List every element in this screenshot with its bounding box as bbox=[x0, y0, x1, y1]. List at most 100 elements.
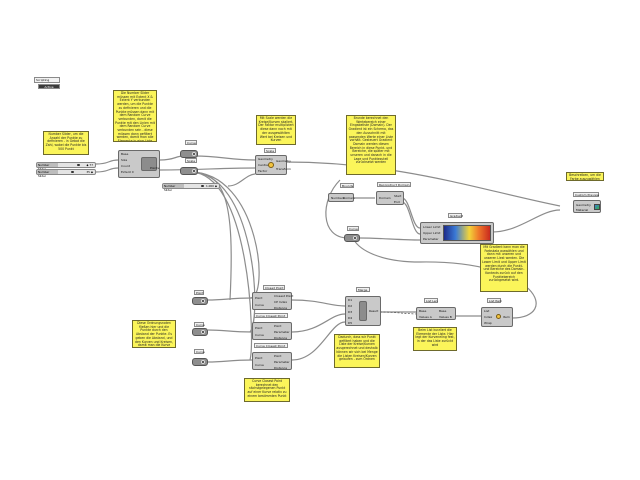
output-start[interactable]: Start bbox=[394, 194, 402, 198]
slider-name: Number Slider bbox=[37, 163, 58, 171]
note-curve-closest-point[interactable]: Curve Closest Point berechnet den nächst… bbox=[244, 378, 290, 402]
list-item-component[interactable]: List Index Wrap Item bbox=[481, 307, 513, 327]
closest-point-component-2[interactable]: Point Curve Point Parameter Distance bbox=[252, 322, 292, 340]
output-end[interactable]: End bbox=[394, 200, 400, 204]
input-geometry[interactable]: Geometry bbox=[576, 203, 591, 207]
input-curve[interactable]: Curve bbox=[255, 333, 264, 337]
output-point[interactable]: Point bbox=[274, 324, 282, 328]
input-point[interactable]: Point bbox=[255, 356, 263, 360]
output-parameter[interactable]: Parameter bbox=[274, 330, 290, 334]
note-text: Brunde berechnet den Wertebereich einer … bbox=[348, 116, 394, 165]
input-point[interactable]: Point bbox=[255, 326, 263, 330]
output-cp-index[interactable]: CP Index bbox=[274, 300, 288, 304]
point-param-1[interactable] bbox=[192, 297, 208, 305]
list-len-component[interactable]: Base Values A Base Values B bbox=[416, 307, 456, 320]
scale-param[interactable] bbox=[180, 167, 198, 175]
input-d4[interactable]: D4 bbox=[348, 316, 353, 320]
input-point[interactable]: Point bbox=[255, 296, 263, 300]
output-distance[interactable]: Distance bbox=[274, 336, 288, 340]
slider-knob[interactable] bbox=[71, 171, 74, 173]
slider-knob[interactable] bbox=[201, 185, 204, 187]
output-closest-point[interactable]: Closest Point bbox=[274, 294, 294, 298]
output-transform[interactable]: Transform bbox=[276, 167, 291, 171]
input-material[interactable]: Material bbox=[576, 208, 589, 212]
input-base[interactable]: Base bbox=[121, 152, 129, 156]
slider-knob[interactable] bbox=[77, 164, 80, 166]
note-merge[interactable]: Dadurch, dass wir Punkt gefiltert haben … bbox=[334, 334, 380, 368]
input-curve[interactable]: Curve bbox=[255, 363, 264, 367]
input-d3[interactable]: D3 bbox=[348, 310, 353, 314]
note-preview[interactable]: Beschreiben, um die Farbe auszuwählen bbox=[566, 172, 604, 181]
output-base[interactable]: Base bbox=[439, 309, 447, 313]
input-parameter[interactable]: Parameter bbox=[423, 237, 439, 241]
input-geometry[interactable]: Geometry bbox=[258, 157, 273, 161]
input-extent-x[interactable]: Extent X bbox=[121, 170, 134, 174]
output-point[interactable]: Point bbox=[274, 354, 282, 358]
input-index[interactable]: Index bbox=[484, 315, 493, 319]
scale-component[interactable]: Geometry Centre Factor Geometry Transfor… bbox=[255, 155, 291, 175]
input-domain[interactable]: Domain bbox=[379, 196, 391, 200]
note-bounds[interactable]: Brunde berechnet den Wertebereich einer … bbox=[346, 115, 396, 175]
input-lower-limit[interactable]: Lower Limit bbox=[423, 225, 441, 229]
input-numbers[interactable]: Numbers bbox=[331, 196, 345, 200]
note-scale[interactable]: Mit Scale werden die Kreise/Kurven skali… bbox=[256, 115, 296, 145]
note-number-slider[interactable]: Number Slider, um die Anzahl der Punkte … bbox=[43, 131, 89, 155]
input-factor[interactable]: Factor bbox=[258, 169, 268, 173]
input-d5[interactable]: D5 bbox=[348, 321, 353, 325]
point-param-2[interactable] bbox=[192, 328, 208, 336]
note-ordering[interactable]: Diese Ordnungsnoten fließen hier und die… bbox=[132, 320, 176, 348]
note-list-item[interactable]: Beim List kurzliert die Elemente der Lis… bbox=[413, 327, 457, 351]
number-slider-1[interactable]: Number Slider ◆ 77 bbox=[36, 162, 96, 171]
point-param-3[interactable] bbox=[192, 358, 208, 366]
wire bbox=[159, 167, 256, 171]
input-d1[interactable]: D1 bbox=[348, 298, 353, 302]
caption-text: Custom Preview bbox=[575, 193, 600, 197]
note-text: Diese Ordnungsnoten fließen hier und die… bbox=[135, 321, 173, 348]
slider-value: 35 ◆ bbox=[86, 170, 93, 174]
input-d2[interactable]: D2 bbox=[348, 304, 353, 308]
output-domain[interactable]: Domain bbox=[343, 196, 355, 200]
number-slider-2[interactable]: Number Slider 35 ◆ bbox=[36, 169, 96, 178]
colour-param[interactable] bbox=[344, 234, 360, 242]
note-gradient[interactable]: Mit Gradient kann man die Farbskala ausw… bbox=[480, 244, 528, 292]
gradient-colour-bar[interactable] bbox=[443, 225, 491, 241]
param-icon bbox=[201, 360, 205, 364]
wire bbox=[325, 179, 349, 239]
input-size[interactable]: Size bbox=[121, 158, 128, 162]
curve-param[interactable] bbox=[180, 150, 198, 158]
output-values-b[interactable]: Values B bbox=[439, 315, 452, 319]
note-populate[interactable]: Die Number Slider müssen mit Extent X & … bbox=[113, 90, 157, 142]
closest-point-component-3[interactable]: Point Curve Point Parameter Distance bbox=[252, 352, 292, 370]
closest-point-component-1[interactable]: Point Curve Closest Point CP Index Dista… bbox=[252, 292, 294, 310]
note-text: Beschreiben, um die Farbe auszuwählen bbox=[569, 173, 601, 181]
input-curve[interactable]: Curve bbox=[255, 303, 264, 307]
gradient-component[interactable]: Lower Limit Upper Limit Parameter bbox=[420, 222, 494, 244]
input-values-a[interactable]: Values A bbox=[419, 315, 432, 319]
scripting-tab-label: Scripting bbox=[36, 78, 50, 82]
output-geometry[interactable]: Geometry bbox=[276, 159, 291, 163]
output-result[interactable]: Result bbox=[369, 309, 379, 313]
merge-component[interactable]: D1 D2 D3 D4 D5 Result bbox=[345, 296, 381, 326]
output-item[interactable]: Item bbox=[503, 315, 510, 319]
wire bbox=[95, 159, 119, 165]
input-wrap[interactable]: Wrap bbox=[484, 321, 492, 325]
input-upper-limit[interactable]: Upper Limit bbox=[423, 231, 441, 235]
output-distance[interactable]: Distance bbox=[274, 366, 288, 370]
scripting-tab[interactable]: Scripting bbox=[34, 77, 60, 83]
input-count[interactable]: Count bbox=[121, 164, 130, 168]
populate-component[interactable]: Base Size Count Extent X Points bbox=[118, 150, 160, 178]
active-indicator[interactable]: Active bbox=[38, 84, 60, 89]
input-base[interactable]: Base bbox=[419, 309, 427, 313]
wire bbox=[491, 209, 561, 233]
output-parameter[interactable]: Parameter bbox=[274, 360, 290, 364]
output-points[interactable]: Points bbox=[150, 166, 160, 170]
number-slider-3[interactable]: Number Slider 1.000 ◆ bbox=[162, 183, 220, 192]
input-centre[interactable]: Centre bbox=[258, 163, 269, 167]
bounds-component[interactable]: Numbers Domain bbox=[328, 193, 355, 202]
point-caption-2: Curve bbox=[194, 322, 205, 327]
custom-preview-component[interactable]: Geometry Material bbox=[573, 200, 601, 213]
reconstruct-domain-component[interactable]: Domain Start End bbox=[376, 191, 404, 205]
input-list[interactable]: List bbox=[484, 309, 490, 313]
output-distance[interactable]: Distance bbox=[274, 306, 288, 310]
